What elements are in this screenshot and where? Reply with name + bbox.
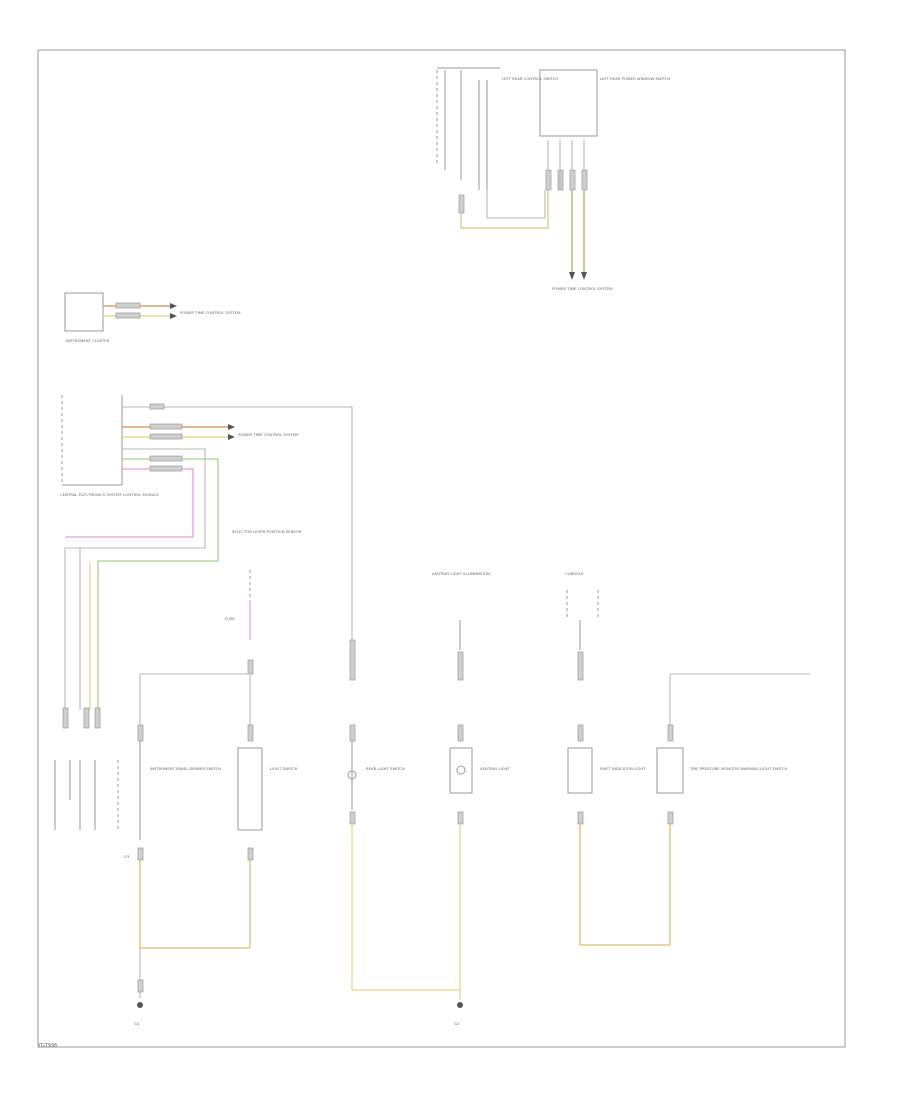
instrument-cluster-title: INSTRUMENT CLUSTER bbox=[66, 338, 110, 343]
dimmer-switch-group: INSTRUMENT PANEL DIMMER SWITCH G3 bbox=[117, 724, 221, 948]
instrument-cluster-group: INSTRUMENT CLUSTER POWER TIME CONTROL SY… bbox=[64, 292, 240, 343]
selector-lever-group: SELECTOR LEVER POSITION SENSOR FUSE bbox=[139, 529, 302, 725]
connector-label-top: POWER TIME CONTROL SYSTEM bbox=[552, 286, 612, 291]
ashtray-light-group: ASHTRAY LIGHT ILLUMINATION ASHTRAY LIGHT… bbox=[432, 571, 511, 1026]
connector-label-cem: POWER TIME CONTROL SYSTEM bbox=[238, 432, 298, 437]
shift-indicator-box bbox=[567, 747, 593, 794]
shift-header: CONSOLE bbox=[565, 571, 584, 576]
left-rear-switch-label: LEFT REAR CONTROL SWITCH bbox=[502, 76, 558, 81]
tire-pressure-box bbox=[656, 747, 684, 794]
ashtray-light-title: ASHTRAY LIGHT bbox=[480, 766, 511, 771]
ground-g2-label: G2 bbox=[454, 1021, 460, 1026]
cem-title: CENTRAL ELECTRONICS SYSTEM CONTROL MODUL… bbox=[60, 492, 160, 497]
rear-light-switch-group: REAR LIGHT SWITCH bbox=[347, 639, 460, 991]
tire-pressure-title: TIRE PRESSURE MONITOR WARNING LIGHT SWIT… bbox=[689, 766, 788, 771]
fuse-label: FUSE bbox=[225, 616, 235, 621]
cem-group: CENTRAL ELECTRONICS SYSTEM CONTROL MODUL… bbox=[54, 395, 353, 830]
dimmer-title: INSTRUMENT PANEL DIMMER SWITCH bbox=[150, 766, 221, 771]
ground-g1: G1 bbox=[134, 948, 144, 1026]
light-switch-box bbox=[237, 747, 263, 831]
shift-indicator-title: SHIFT INDICATOR LIGHT bbox=[600, 766, 646, 771]
tire-pressure-group: TIRE PRESSURE MONITOR WARNING LIGHT SWIT… bbox=[656, 673, 810, 945]
light-switch-title: LIGHT SWITCH bbox=[270, 766, 298, 771]
selector-lever-title: SELECTOR LEVER POSITION SENSOR bbox=[232, 529, 302, 534]
light-switch-group: LIGHT SWITCH bbox=[140, 724, 298, 949]
ashtray-header: ASHTRAY LIGHT ILLUMINATION bbox=[432, 571, 490, 576]
left-rear-switch-group: LEFT REAR CONTROL SWITCH LEFT REAR POWER… bbox=[436, 67, 671, 291]
ground-g1-label: G1 bbox=[134, 1021, 140, 1026]
diagram-frame bbox=[37, 49, 846, 1048]
connector-label-cluster: POWER TIME CONTROL SYSTEM bbox=[180, 310, 240, 315]
svg-text:G3: G3 bbox=[124, 854, 130, 859]
left-rear-module-box bbox=[539, 69, 598, 137]
rear-light-switch-title: REAR LIGHT SWITCH bbox=[366, 766, 405, 771]
instrument-cluster-box bbox=[64, 292, 104, 332]
ashtray-light-box bbox=[449, 747, 473, 794]
shift-indicator-group: CONSOLE SHIFT INDICATOR LIGHT bbox=[565, 571, 670, 946]
left-rear-module-title: LEFT REAR POWER WINDOW SWITCH bbox=[600, 76, 671, 81]
diagram-footer-code: YGT996 bbox=[38, 1043, 58, 1049]
